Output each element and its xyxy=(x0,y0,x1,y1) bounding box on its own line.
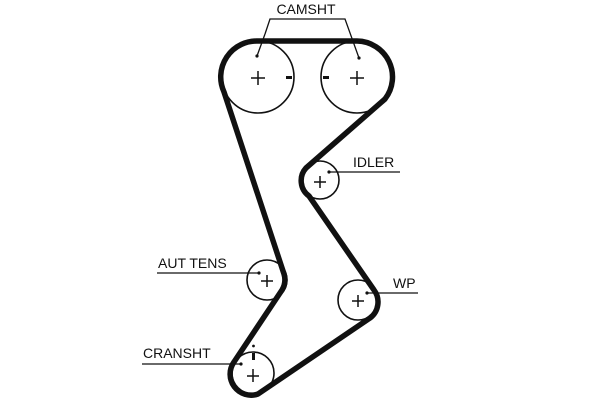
camshaft-label-group: CAMSHT xyxy=(256,1,360,59)
water-pump-label: WP xyxy=(393,275,416,291)
timing-mark-minus xyxy=(286,76,292,79)
camshaft-left-pulley xyxy=(221,40,295,114)
camshaft-right-circle xyxy=(320,40,394,114)
timing-mark-minus xyxy=(323,76,329,79)
idler-label: IDLER xyxy=(353,154,394,170)
crankshaft-label: CRANSHT xyxy=(143,345,211,361)
timing-mark-bar xyxy=(252,353,255,360)
auto-tensioner-pulley: AUT TENS xyxy=(157,255,288,301)
water-pump-pulley: WP xyxy=(337,275,418,321)
water-pump-circle xyxy=(337,279,379,321)
camshaft-label: CAMSHT xyxy=(276,1,336,17)
camshaft-right-pulley xyxy=(320,40,394,114)
auto-tensioner-circle xyxy=(246,259,288,301)
crankshaft-circle xyxy=(231,351,275,395)
crankshaft-pulley: CRANSHT xyxy=(142,344,275,395)
camshaft-bracket-right xyxy=(264,18,360,59)
camshaft-left-circle xyxy=(221,40,295,114)
idler-circle xyxy=(300,160,340,200)
idler-pulley: IDLER xyxy=(300,154,400,200)
timing-belt xyxy=(217,38,396,398)
timing-mark-dot xyxy=(252,344,255,348)
auto-tensioner-label: AUT TENS xyxy=(158,255,227,271)
camshaft-bracket-left xyxy=(256,33,266,57)
